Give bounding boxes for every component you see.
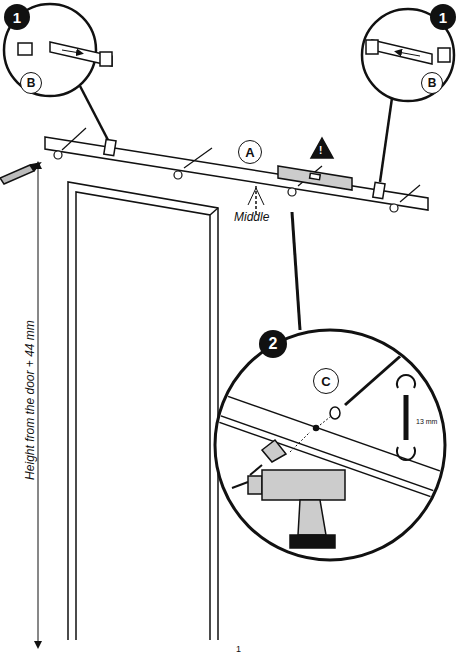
page-number: 1	[236, 644, 241, 654]
node-text: 1	[13, 9, 21, 26]
callout-number: 1	[4, 4, 30, 30]
height-dimension: Height from the door + 44 mm	[23, 320, 37, 480]
part-letter: B	[421, 72, 443, 94]
callout-number: 1	[430, 4, 456, 30]
callout-number: 2	[259, 330, 287, 358]
part-letter: C	[313, 368, 339, 394]
node-text: 1	[439, 9, 447, 26]
node-text: B	[428, 76, 437, 90]
wrench-size: 13 mm	[416, 418, 437, 425]
part-letter: A	[238, 140, 262, 164]
node-text: A	[245, 145, 254, 160]
node-text: C	[321, 374, 330, 389]
warning-mark: !	[319, 145, 322, 156]
part-letter: B	[20, 72, 42, 94]
node-text: 2	[269, 335, 278, 353]
node-text: B	[27, 76, 36, 90]
middle-label: Middle	[234, 210, 269, 224]
